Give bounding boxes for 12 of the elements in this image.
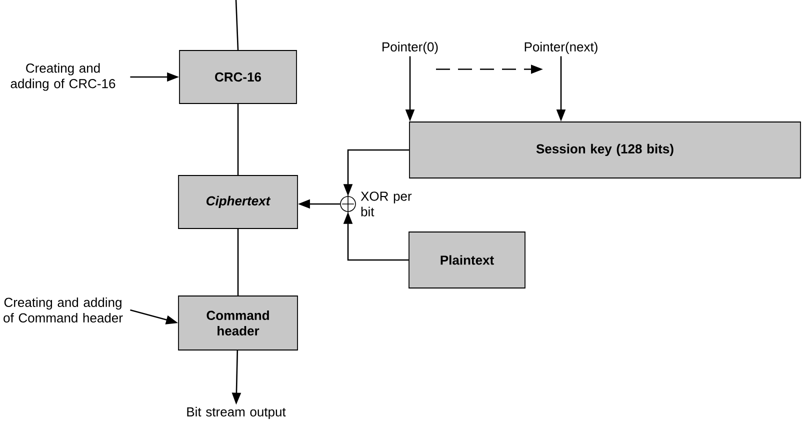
process-box: Plaintext (408, 232, 526, 288)
process-box: Ciphertext (178, 175, 298, 229)
annotation-text: Pointer(0) (382, 42, 438, 54)
annotation-text: Bit stream output (187, 406, 286, 420)
process-box: Command header (178, 296, 298, 350)
annotation-text: Creating and adding of Command header (4, 297, 123, 323)
side-label: XOR per bit (360, 192, 412, 216)
process-box: CRC-16 (179, 50, 297, 104)
annotation-text: Pointer(next) (524, 42, 598, 54)
process-box: Session key (128 bits) (409, 122, 801, 178)
xor-symbol (340, 194, 356, 214)
annotation-text: Creating and adding of CRC-16 (10, 63, 116, 91)
